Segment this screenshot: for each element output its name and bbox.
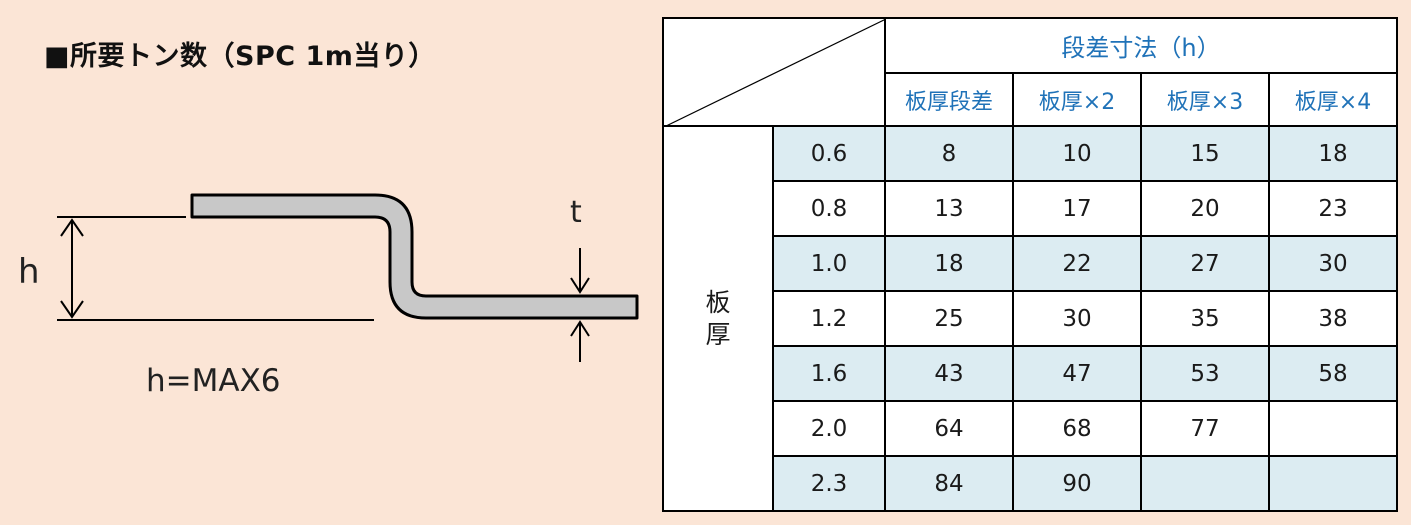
value-cell: 13 <box>884 180 1014 237</box>
bent-sheet-profile <box>190 193 639 320</box>
row-group-label-char: 厚 <box>705 319 731 349</box>
step-bend-diagram <box>57 193 639 362</box>
value-cell: 22 <box>1012 235 1142 292</box>
value-cell: 15 <box>1140 125 1270 182</box>
height-dimension-arrow <box>60 218 84 319</box>
max-height-note: h=MAX6 <box>146 363 281 399</box>
step-dimension-header: 段差寸法（h） <box>884 17 1398 74</box>
thickness-cell: 1.0 <box>772 235 886 292</box>
value-cell: 38 <box>1268 290 1398 347</box>
value-cell: 27 <box>1140 235 1270 292</box>
table-row: 2.0 64 68 77 <box>663 400 1398 457</box>
page-title: ■所要トン数（SPC 1m当り） <box>44 41 436 72</box>
value-cell: 8 <box>884 125 1014 182</box>
thickness-label: t <box>570 195 582 230</box>
thickness-cell: 1.6 <box>772 345 886 402</box>
column-header: 板厚×4 <box>1268 72 1398 127</box>
value-cell <box>1268 455 1398 512</box>
value-cell: 53 <box>1140 345 1270 402</box>
row-group-label-char: 板 <box>705 287 731 317</box>
table-subheader-row: 板厚段差 板厚×2 板厚×3 板厚×4 <box>663 72 1398 127</box>
value-cell <box>1268 400 1398 457</box>
value-cell: 68 <box>1012 400 1142 457</box>
table-header-row: 段差寸法（h） <box>662 17 1398 127</box>
value-cell: 23 <box>1268 180 1398 237</box>
thickness-dimension-arrows <box>570 248 590 362</box>
table-row: 1.2 25 30 35 38 <box>663 290 1398 347</box>
value-cell: 47 <box>1012 345 1142 402</box>
value-cell: 30 <box>1012 290 1142 347</box>
table-row: 0.8 13 17 20 23 <box>663 180 1398 237</box>
column-header: 板厚×2 <box>1012 72 1142 127</box>
thickness-cell: 1.2 <box>772 290 886 347</box>
thickness-cell: 0.6 <box>772 125 886 182</box>
value-cell: 25 <box>884 290 1014 347</box>
table-row: 板 厚 0.6 8 10 15 18 <box>662 125 1398 512</box>
value-cell: 64 <box>884 400 1014 457</box>
value-cell: 84 <box>884 455 1014 512</box>
value-cell: 18 <box>1268 125 1398 182</box>
value-cell <box>1140 455 1270 512</box>
table-row: 2.3 84 90 <box>663 455 1398 512</box>
table-row: 1.6 43 47 53 58 <box>663 345 1398 402</box>
thickness-cell: 2.0 <box>772 400 886 457</box>
height-label: h <box>18 252 40 292</box>
value-cell: 18 <box>884 235 1014 292</box>
value-cell: 10 <box>1012 125 1142 182</box>
value-cell: 58 <box>1268 345 1398 402</box>
value-cell: 77 <box>1140 400 1270 457</box>
thickness-cell: 2.3 <box>772 455 886 512</box>
value-cell: 35 <box>1140 290 1270 347</box>
column-header: 板厚段差 <box>884 72 1014 127</box>
row-group-label-thickness: 板 厚 <box>662 125 774 512</box>
value-cell: 17 <box>1012 180 1142 237</box>
diagonal-corner-cell <box>662 17 886 127</box>
value-cell: 20 <box>1140 180 1270 237</box>
column-header: 板厚×3 <box>1140 72 1270 127</box>
table-row: 1.0 18 22 27 30 <box>663 235 1398 292</box>
value-cell: 43 <box>884 345 1014 402</box>
tonnage-table: 段差寸法（h） 板厚段差 板厚×2 板厚×3 板厚×4 板 厚 0.6 8 10… <box>662 17 1398 512</box>
thickness-cell: 0.8 <box>772 180 886 237</box>
corner-diagonal-line <box>664 19 886 127</box>
value-cell: 30 <box>1268 235 1398 292</box>
value-cell: 90 <box>1012 455 1142 512</box>
